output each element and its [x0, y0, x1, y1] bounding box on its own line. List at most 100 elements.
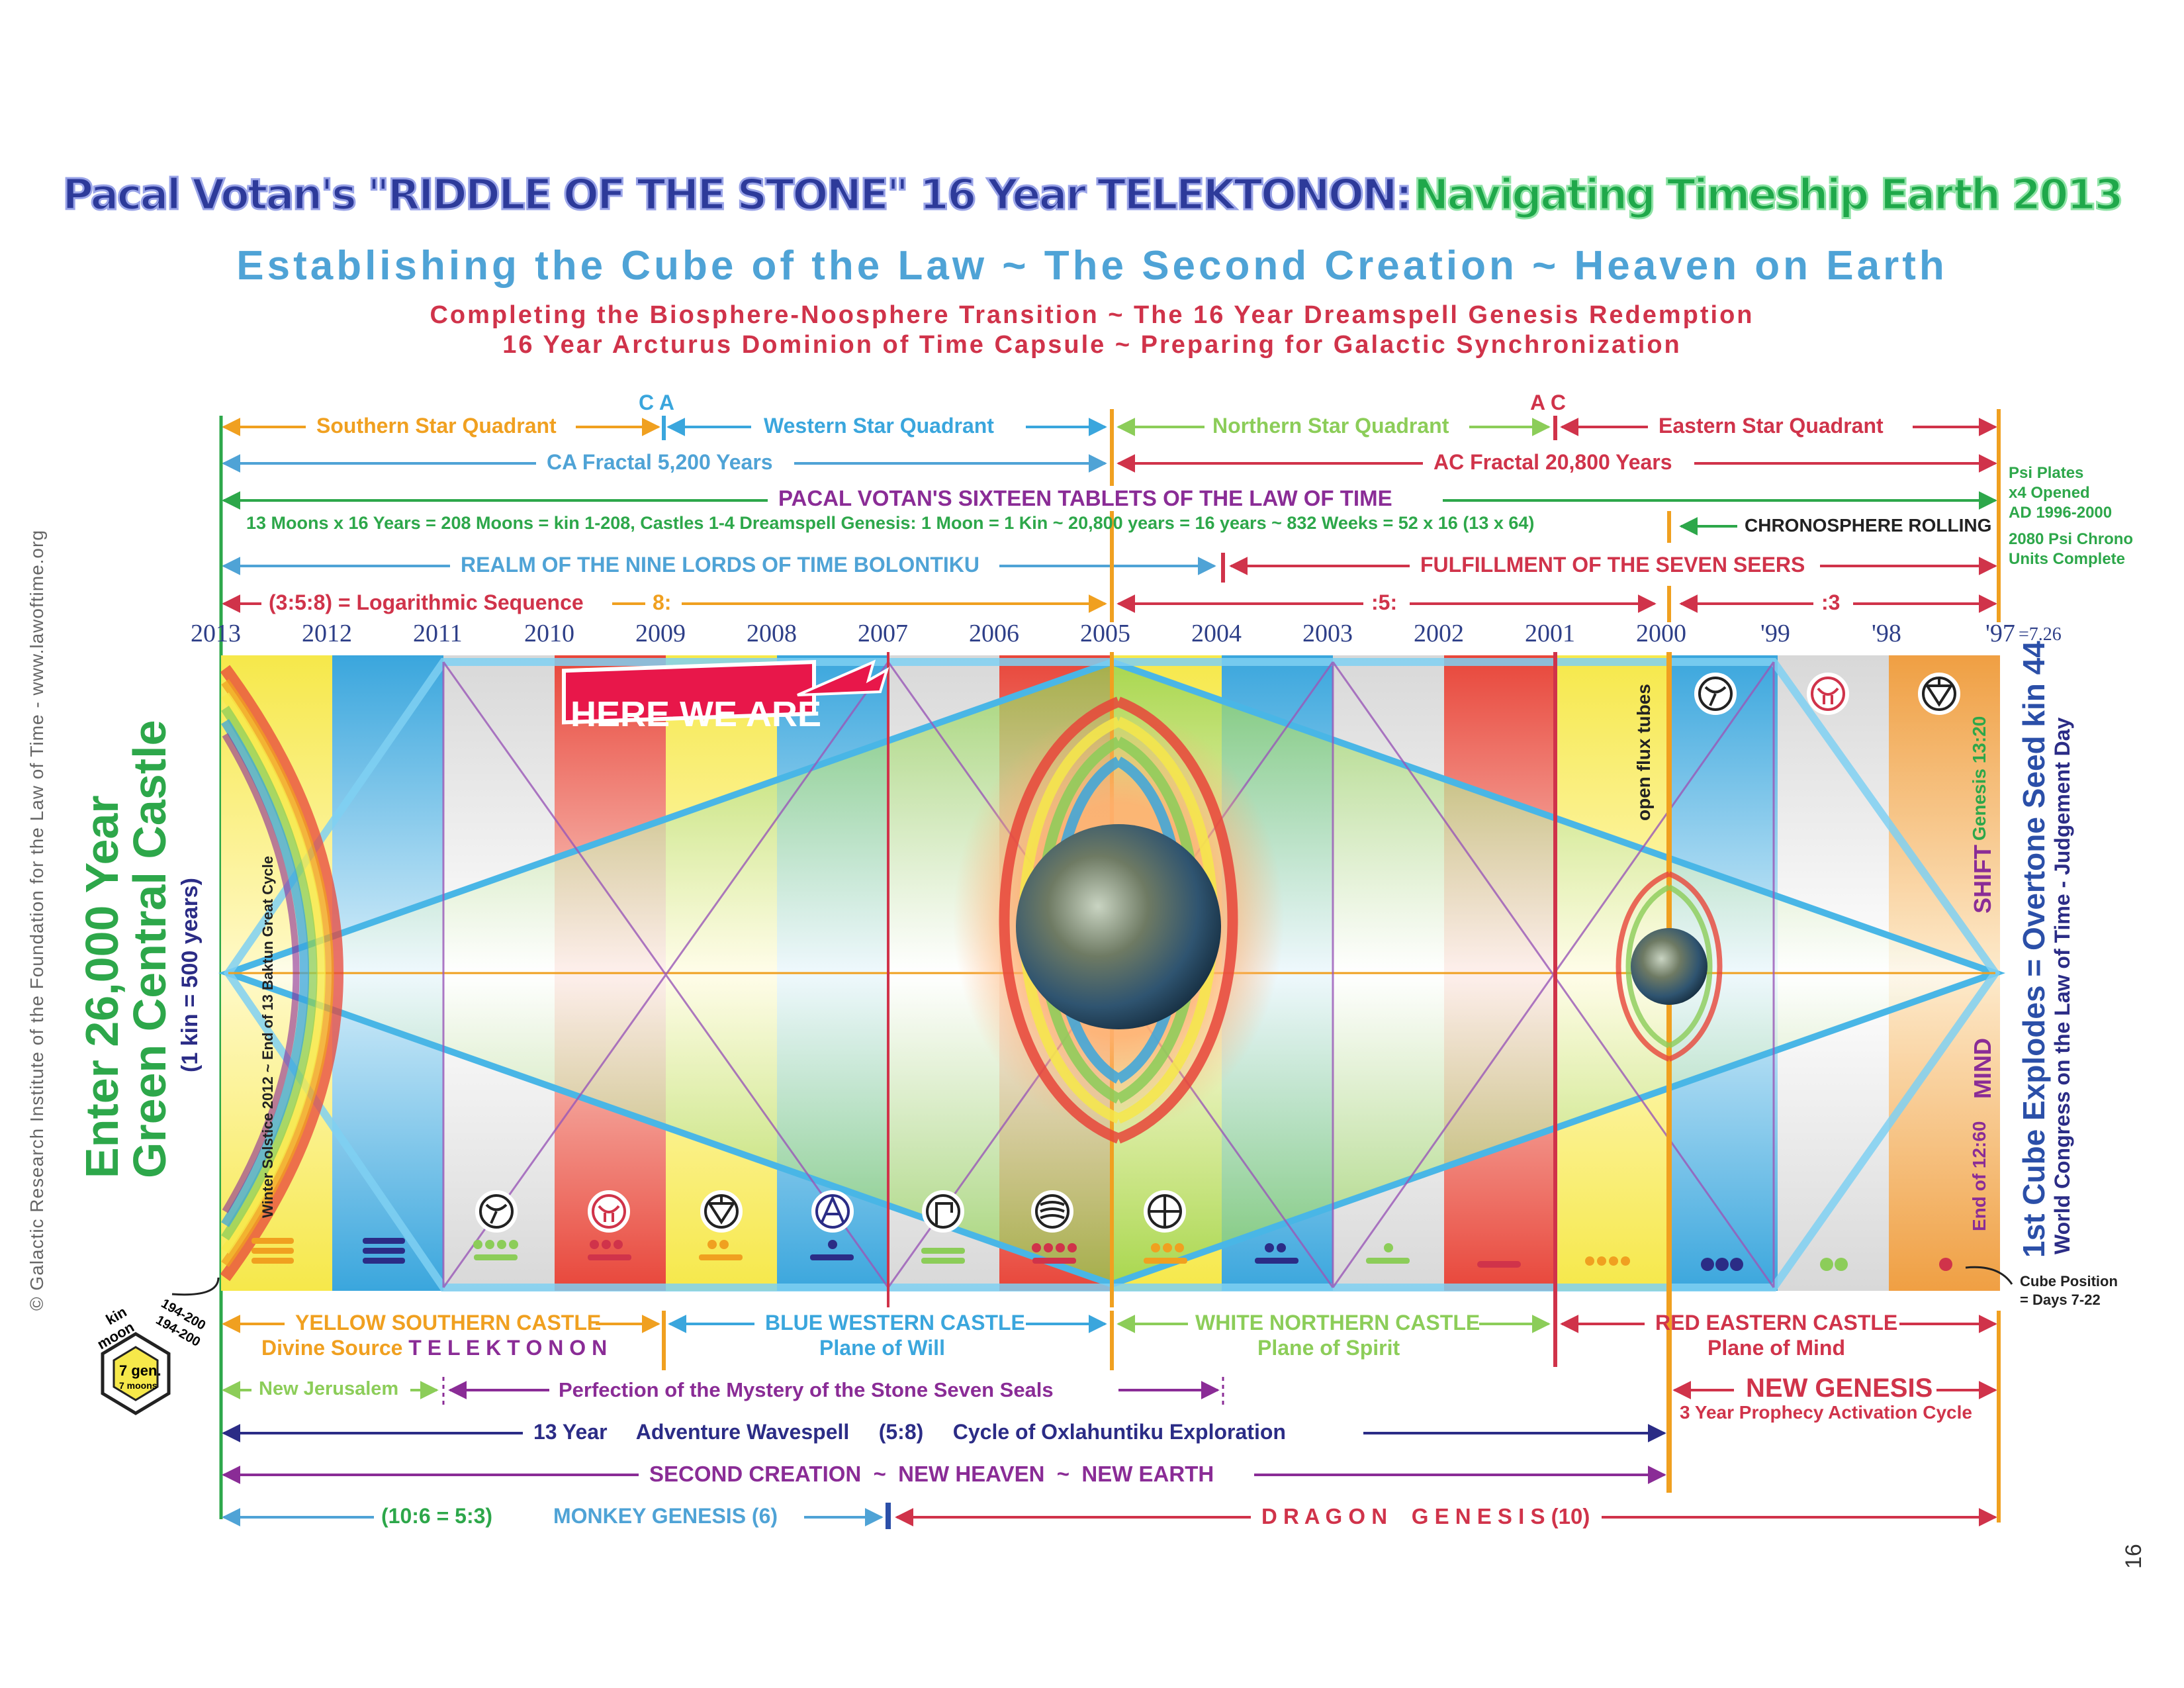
seal-symbol: [1694, 673, 1737, 715]
seven-seals-label: Perfection of the Mystery of the Stone S…: [555, 1378, 1058, 1402]
tone-glyph: [1032, 1243, 1077, 1264]
sixteen-tablets-label: PACAL VOTAN'S SIXTEEN TABLETS OF THE LAW…: [774, 486, 1396, 511]
psi-plates-line2: x4 Opened: [2009, 484, 2090, 502]
year-label: 2008: [747, 620, 797, 647]
year-label: 2012: [302, 620, 352, 647]
here-we-are-label: HERE WE ARE: [570, 694, 822, 734]
wavespell-label: 13 Year Adventure Wavespell (5:8) Cycle …: [529, 1420, 1290, 1444]
tone-glyph: [1255, 1243, 1298, 1264]
moons-formula: 13 Moons x 16 Years = 208 Moons = kin 1-…: [246, 513, 1535, 533]
western-quadrant-label: Western Star Quadrant: [760, 414, 998, 438]
ratio-3-label: :3: [1819, 590, 1843, 615]
year-label: 2005: [1080, 620, 1130, 647]
dragon-genesis-label: D R A G O N G E N E S I S (10): [1257, 1504, 1594, 1529]
tone-glyph: [363, 1238, 405, 1264]
year-label: 2006: [969, 620, 1019, 647]
year-label: 2002: [1414, 620, 1464, 647]
end-of-label: End of 12:60: [1969, 1121, 1989, 1231]
ratio-8-label: 8:: [650, 590, 674, 615]
seal-symbols: [475, 673, 1960, 1233]
log-sequence-label: (3:5:8) = Logarithmic Sequence: [265, 590, 588, 615]
ac-marker: A C: [1530, 391, 1566, 415]
seal-symbol: [811, 1190, 854, 1233]
badge-gen: 7 gen.: [119, 1362, 161, 1379]
earth-small: [1615, 871, 1723, 1062]
chronosphere-label: CHRONOSPHERE ROLLING: [1741, 515, 1996, 536]
psi-plates-line3: AD 1996-2000: [2009, 504, 2113, 522]
yellow-castle-sub: Divine Source T E L E K T O N O N: [261, 1336, 607, 1360]
new-jerusalem-label: New Jerusalem: [255, 1378, 403, 1400]
nine-lords-label: REALM OF THE NINE LORDS OF TIME BOLONTIK…: [457, 553, 983, 577]
year-suffix: =7.26: [2019, 624, 2062, 645]
yellow-castle-sub2: T E L E K T O N O N: [408, 1336, 608, 1360]
here-we-are-sign: [562, 659, 889, 725]
year-label: '97: [1985, 620, 2015, 647]
psi-chrono-line1: 2080 Psi Chrono: [2009, 530, 2134, 548]
white-castle-label: WHITE NORTHERN CASTLE: [1195, 1311, 1480, 1335]
genesis-label: Genesis 13:20: [1969, 716, 1989, 841]
year-label: 2009: [635, 620, 686, 647]
blue-castle-sub: Plane of Will: [819, 1336, 945, 1360]
seven-seers-label: FULFILLMENT OF THE SEVEN SEERS: [1416, 553, 1809, 577]
red-castle-sub: Plane of Mind: [1707, 1336, 1845, 1360]
blue-castle-label: BLUE WESTERN CASTLE: [765, 1311, 1025, 1335]
tone-glyph: [588, 1240, 631, 1260]
cube-position-note: Cube Position = Days 7-22: [2020, 1272, 2118, 1309]
winter-solstice-label: Winter Solstice 2012 ~ End of 13 Baktun …: [259, 856, 276, 1218]
top-arrow-rows: [222, 418, 1997, 613]
ratio-label: (10:6 = 5:3): [377, 1504, 497, 1528]
subtitle-line2: Completing the Biosphere-Noosphere Trans…: [430, 301, 1754, 329]
year-label: 2007: [858, 620, 908, 647]
subtitle: Establishing the Cube of the Law ~ The S…: [236, 243, 1948, 289]
psi-chrono-note: 2080 Psi Chrono Units Complete: [2009, 530, 2133, 569]
ca-marker: C A: [639, 391, 674, 415]
tone-glyph: [1477, 1261, 1521, 1268]
tone-glyphs: [251, 1238, 1952, 1271]
ratio-5-label: :5:: [1369, 590, 1400, 615]
monkey-genesis-label: MONKEY GENESIS (6): [549, 1504, 782, 1528]
psi-chrono-line2: Units Complete: [2009, 550, 2126, 568]
seal-symbol: [1807, 673, 1849, 715]
tone-glyph: [251, 1238, 294, 1264]
second-creation-label: SECOND CREATION ~ NEW HEAVEN ~ NEW EARTH: [645, 1462, 1218, 1487]
southern-quadrant-label: Southern Star Quadrant: [312, 414, 561, 438]
tone-glyph: [1144, 1243, 1187, 1264]
year-label: 2001: [1525, 620, 1575, 647]
year-label: 2011: [413, 620, 463, 647]
tone-glyph: [1939, 1258, 1952, 1271]
year-label: '99: [1760, 620, 1790, 647]
ca-fractal-label: CA Fractal 5,200 Years: [543, 450, 777, 475]
rainbow-arc: [220, 665, 343, 1282]
white-castle-sub: Plane of Spirit: [1257, 1336, 1400, 1360]
seal-symbol: [700, 1190, 743, 1233]
shift-label: SHIFT: [1969, 845, 1996, 914]
seal-symbol: [475, 1190, 518, 1233]
seal-symbol: [588, 1190, 630, 1233]
seal-symbol: [1918, 673, 1960, 715]
title-part1: Pacal Votan's "RIDDLE OF THE STONE" 16 Y…: [62, 170, 1414, 221]
earth-globe-small: [1631, 928, 1707, 1005]
year-label: 2000: [1636, 620, 1686, 647]
year-label: 2004: [1191, 620, 1242, 647]
year-label: 2003: [1302, 620, 1353, 647]
tone-glyph: [921, 1248, 965, 1264]
tone-glyph: [473, 1240, 518, 1260]
new-genesis-label: NEW GENESIS: [1742, 1374, 1937, 1403]
tone-glyph: [1366, 1243, 1410, 1264]
kin-moon-badge: [101, 1266, 2013, 1415]
mind-label: MIND: [1969, 1038, 1996, 1099]
yellow-castle-label: YELLOW SOUTHERN CASTLE: [295, 1311, 602, 1335]
cube-position-line2: = Days 7-22: [2020, 1291, 2101, 1308]
year-axis: 2013 2012 2011 2010 2009 2008 2007 2006 …: [0, 619, 2184, 652]
tone-glyph: [1820, 1258, 1848, 1271]
seal-symbol: [1031, 1190, 1073, 1233]
northern-quadrant-label: Northern Star Quadrant: [1208, 414, 1453, 438]
tone-glyph: [1585, 1256, 1630, 1266]
seal-symbol: [922, 1190, 964, 1233]
badge-moons: 7 moons: [119, 1380, 158, 1391]
subtitle-line3: 16 Year Arcturus Dominion of Time Capsul…: [502, 331, 1682, 359]
red-castle-label: RED EASTERN CASTLE: [1655, 1311, 1898, 1335]
earth-globe-large: [1016, 824, 1221, 1029]
yellow-castle-sub1: Divine Source: [261, 1336, 403, 1360]
